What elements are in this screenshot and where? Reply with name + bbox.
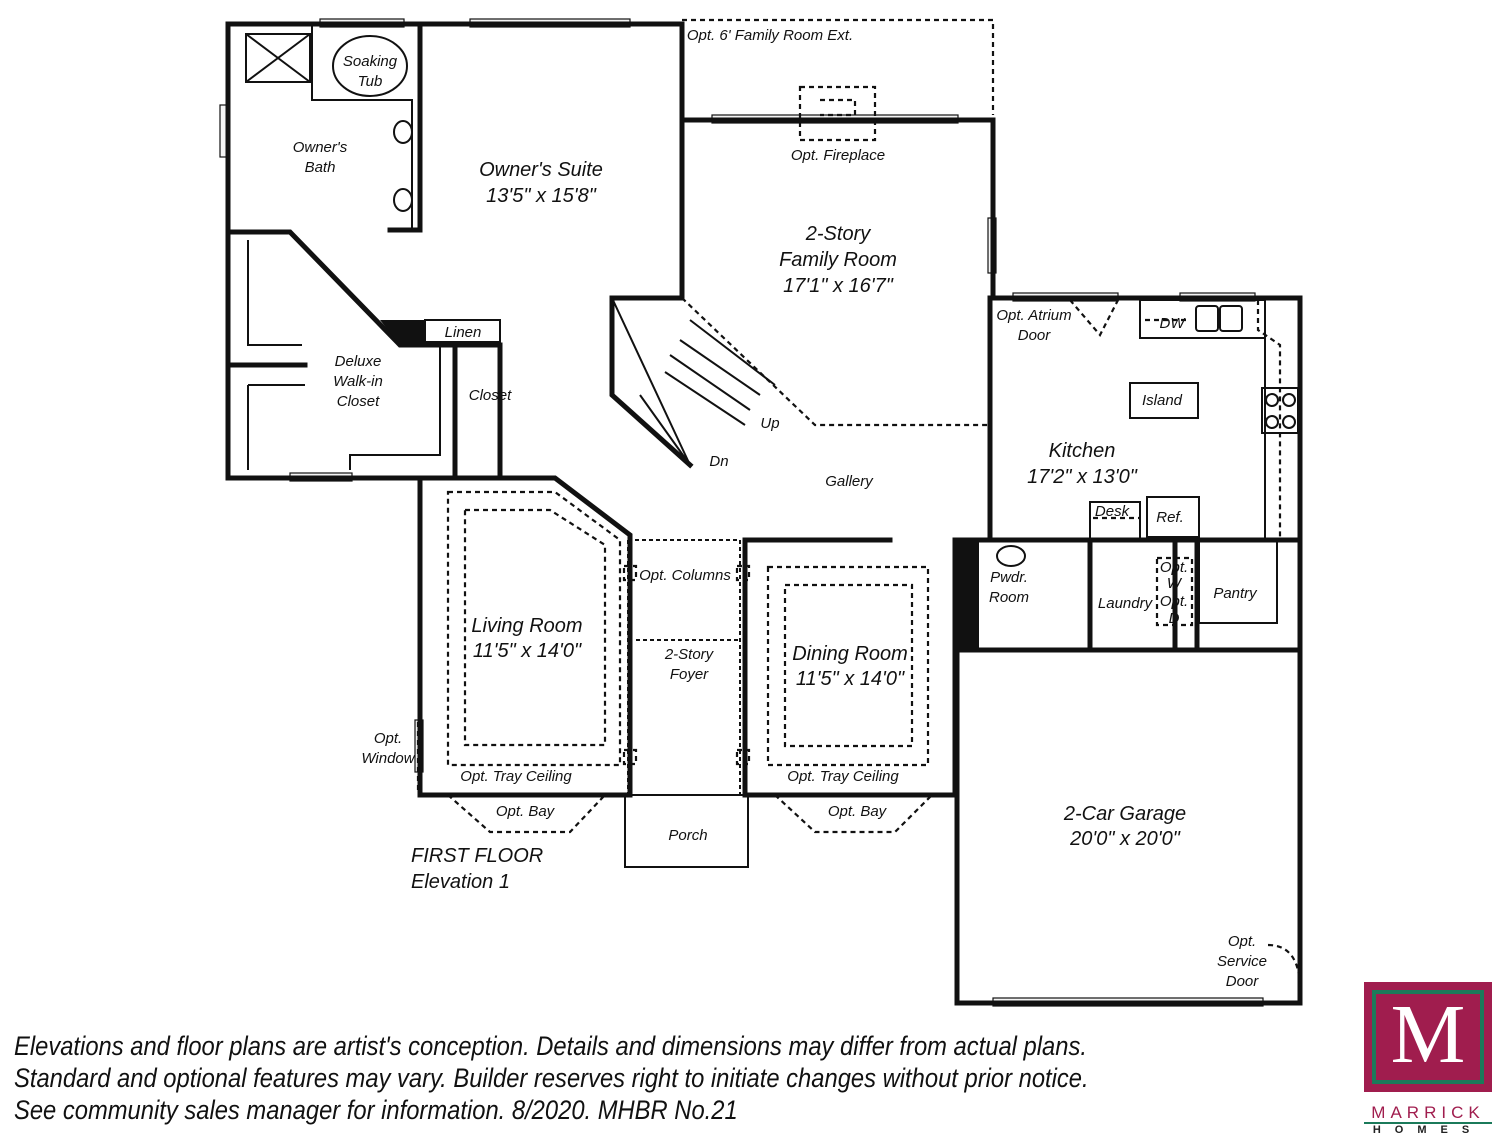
living-tray-ceiling-label: Opt. Tray Ceiling bbox=[460, 768, 572, 785]
refrigerator-label: Ref. bbox=[1156, 509, 1184, 526]
atrium-door-label: Opt. Atrium bbox=[996, 307, 1071, 324]
foyer-label: 2-Story bbox=[664, 646, 715, 663]
gallery-label: Gallery bbox=[825, 473, 874, 490]
opt-columns-label: Opt. Columns bbox=[639, 567, 731, 584]
opt-window-label: Opt. bbox=[374, 730, 402, 747]
logo-wordmark: MARRICK HOMES bbox=[1364, 1104, 1492, 1136]
walk-in-closet-label-3: Closet bbox=[337, 393, 380, 410]
logo-line-1: MARRICK bbox=[1364, 1104, 1492, 1124]
disclaimer: Elevations and floor plans are artist's … bbox=[14, 1030, 1089, 1126]
closet-label: Closet bbox=[469, 387, 512, 404]
plan-title: FIRST FLOOR bbox=[411, 845, 543, 867]
opt-window-label-2: Window bbox=[361, 750, 415, 767]
island-label: Island bbox=[1142, 392, 1183, 409]
family-room-ext-label: Opt. 6' Family Room Ext. bbox=[687, 27, 853, 44]
dining-bay-label: Opt. Bay bbox=[828, 803, 888, 820]
opt-dryer-label: Opt. bbox=[1160, 593, 1188, 610]
foyer-label-2: Foyer bbox=[670, 666, 709, 683]
walk-in-closet-label-2: Walk-in bbox=[333, 373, 383, 390]
dining-tray-ceiling-label: Opt. Tray Ceiling bbox=[787, 768, 899, 785]
garage-name: 2-Car Garage bbox=[1063, 803, 1186, 825]
soaking-tub-label: Soaking bbox=[343, 53, 398, 70]
disclaimer-line-2: Standard and optional features may vary.… bbox=[14, 1063, 1089, 1093]
owners-suite-dims: 13'5" x 15'8" bbox=[486, 185, 597, 207]
porch-label: Porch bbox=[668, 827, 707, 844]
powder-room-label: Pwdr. bbox=[990, 569, 1028, 586]
disclaimer-line-1: Elevations and floor plans are artist's … bbox=[14, 1031, 1087, 1061]
atrium-door-label-2: Door bbox=[1018, 327, 1052, 344]
disclaimer-line-3: See community sales manager for informat… bbox=[14, 1095, 738, 1125]
service-door-label-2: Service bbox=[1217, 953, 1267, 970]
dining-room-name: Dining Room bbox=[792, 643, 908, 665]
living-bay-label: Opt. Bay bbox=[496, 803, 556, 820]
laundry-label: Laundry bbox=[1098, 595, 1154, 612]
owners-bath-label: Owner's bbox=[293, 139, 348, 156]
family-room-name-2: Family Room bbox=[779, 249, 897, 271]
linen-label: Linen bbox=[445, 324, 482, 341]
stairs-up-label: Up bbox=[760, 415, 779, 432]
logo-letter: M bbox=[1390, 988, 1466, 1081]
family-room-name-1: 2-Story bbox=[805, 223, 871, 245]
opt-washer-label-2: W bbox=[1167, 575, 1183, 592]
opt-dryer-label-2: D bbox=[1169, 610, 1180, 627]
owners-suite-name: Owner's Suite bbox=[479, 159, 603, 181]
soaking-tub-label-2: Tub bbox=[358, 73, 383, 90]
optional-features bbox=[416, 18, 1302, 991]
living-room-dims: 11'5" x 14'0" bbox=[473, 640, 582, 662]
dining-room-dims: 11'5" x 14'0" bbox=[796, 668, 905, 690]
kitchen-name: Kitchen bbox=[1049, 440, 1116, 462]
dishwasher-label: DW bbox=[1160, 315, 1187, 332]
kitchen-dims: 17'2" x 13'0" bbox=[1027, 466, 1138, 488]
living-room-name: Living Room bbox=[471, 615, 582, 637]
stairs-down-label: Dn bbox=[709, 453, 728, 470]
walk-in-closet-label: Deluxe bbox=[335, 353, 382, 370]
garage-dims: 20'0" x 20'0" bbox=[1069, 828, 1181, 850]
family-room-dims: 17'1" x 16'7" bbox=[783, 275, 894, 297]
opt-washer-label: Opt. bbox=[1160, 559, 1188, 576]
walls bbox=[225, 21, 1303, 1006]
pantry-label: Pantry bbox=[1213, 585, 1258, 602]
fireplace-label: Opt. Fireplace bbox=[791, 147, 885, 164]
desk-label: Desk bbox=[1095, 503, 1131, 520]
owners-bath-label-2: Bath bbox=[305, 159, 336, 176]
marrick-logo: M bbox=[1364, 982, 1492, 1092]
service-door-label: Opt. bbox=[1228, 933, 1256, 950]
logo-line-2: HOMES bbox=[1372, 1124, 1484, 1136]
powder-room-label-2: Room bbox=[989, 589, 1029, 606]
service-door-label-3: Door bbox=[1226, 973, 1260, 990]
plan-subtitle: Elevation 1 bbox=[411, 871, 510, 893]
